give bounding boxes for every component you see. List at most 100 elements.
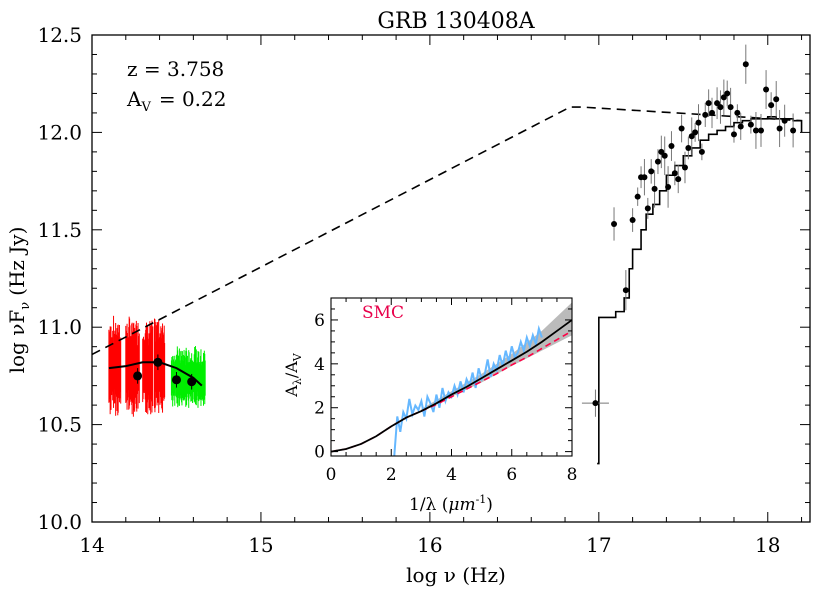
inset-x-tick-label: 6	[506, 465, 517, 485]
xray-point	[773, 96, 780, 103]
optical-point	[187, 377, 197, 387]
y-axis-label: log νFν (Hz Jy)	[5, 227, 33, 374]
x-tick-label: 14	[79, 533, 104, 557]
inset-ticks	[330, 297, 573, 456]
xray-point	[592, 400, 599, 407]
xray-point	[720, 94, 727, 101]
inset-y-tick-label: 2	[314, 399, 325, 419]
extinction-annotation-sub: V	[140, 100, 151, 115]
x-tick-label: 16	[417, 533, 442, 557]
inset-background	[331, 298, 572, 456]
x-tick-label: 15	[248, 533, 273, 557]
inset-legend-smc: SMC	[362, 303, 404, 323]
inset-y-axis-label-sub1: λ	[291, 378, 304, 385]
xray-point	[644, 205, 651, 212]
y-tick-label: 12.5	[37, 23, 82, 47]
inset-x-axis-label: 1/λ (μm-1)	[409, 493, 493, 515]
inset-x-axis-label-sup: -1	[476, 493, 487, 506]
inset-x-axis-label-main: 1/λ (	[409, 495, 448, 515]
xray-point	[730, 131, 737, 138]
data-points	[133, 44, 797, 417]
xray-point	[634, 193, 641, 200]
xray-point	[665, 183, 672, 190]
xray-point	[651, 185, 658, 192]
y-tick-label: 12.0	[37, 120, 82, 144]
optical-point	[171, 375, 181, 385]
xray-point	[727, 104, 734, 111]
xray-point	[692, 129, 699, 136]
xray-point	[654, 158, 661, 165]
xray-point	[724, 90, 731, 97]
xray-model-step-line	[597, 116, 803, 465]
xray-point	[658, 148, 665, 155]
xray-point	[702, 111, 709, 118]
uncertainty-band	[421, 302, 572, 413]
inset-y-tick-label: 0	[314, 443, 325, 463]
xray-point	[668, 143, 675, 150]
inset-x-axis-label-close: )	[486, 495, 493, 515]
inset-x-tick-label: 4	[446, 465, 457, 485]
xray-point	[758, 127, 765, 134]
xray-point	[768, 102, 775, 109]
xray-point	[747, 121, 754, 128]
xray-point	[717, 104, 724, 111]
xray-point	[648, 168, 655, 175]
xray-point	[790, 127, 797, 134]
xray-point	[671, 170, 678, 177]
xray-point	[776, 125, 783, 132]
x-axis-label: log ν (Hz)	[406, 563, 506, 587]
y-tick-label: 11.5	[37, 218, 82, 242]
unabsorbed-model-line	[91, 106, 802, 356]
y-axis-label-main: log νF	[5, 310, 29, 374]
xray-point	[709, 109, 716, 116]
xray-point	[641, 174, 648, 181]
y-tick-label: 10.0	[37, 510, 82, 534]
extinction-data	[393, 324, 543, 457]
optical-point	[133, 371, 143, 381]
extinction-annotation: AV = 0.22	[126, 87, 227, 115]
xray-point	[678, 125, 685, 132]
xray-point	[681, 164, 688, 171]
xray-point	[661, 152, 668, 159]
x-tick-label: 18	[755, 533, 780, 557]
xray-point	[781, 117, 788, 124]
y-axis-label-units: (Hz Jy)	[5, 227, 29, 296]
xray-point	[685, 144, 692, 151]
optical-point	[153, 357, 163, 367]
inset-y-tick-label: 4	[314, 355, 325, 375]
xray-point	[688, 133, 695, 140]
inset-y-tick-label: 6	[314, 311, 325, 331]
y-tick-label: 10.5	[37, 413, 82, 437]
axis-ticks	[91, 34, 810, 523]
xray-point	[714, 100, 721, 107]
extinction-data-line	[393, 324, 543, 457]
xray-point	[763, 86, 770, 93]
xray-point	[698, 148, 705, 155]
inset-x-tick-label: 2	[386, 465, 397, 485]
extinction-annotation-main: A	[126, 87, 142, 111]
inset-y-axis-label-mid: /A	[282, 361, 301, 378]
xray-point	[705, 100, 712, 107]
xray-point	[742, 61, 749, 68]
xray-point	[675, 176, 682, 183]
inset-x-axis-label-mu: μm	[448, 495, 475, 515]
inset-y-axis-label-main: A	[282, 385, 301, 398]
y-tick-label: 11.0	[37, 315, 82, 339]
chart-title: GRB 130408A	[377, 9, 535, 34]
inset-y-axis-label: Aλ/AV	[282, 352, 304, 398]
y-axis-label-sub: ν	[18, 302, 33, 310]
inset-y-tick-labels: 0 2 4 6	[314, 311, 325, 463]
y-tick-labels: 10.0 10.5 11.0 11.5 12.0 12.5	[37, 23, 82, 534]
xray-point	[752, 127, 759, 134]
xray-point	[734, 109, 741, 116]
xray-point	[629, 217, 636, 224]
xray-point	[737, 123, 744, 130]
redshift-annotation: z = 3.758	[127, 57, 224, 81]
fit-curve-line	[330, 319, 573, 453]
extinction-annotation-value: = 0.22	[159, 87, 227, 111]
extinction-curves	[330, 319, 573, 453]
